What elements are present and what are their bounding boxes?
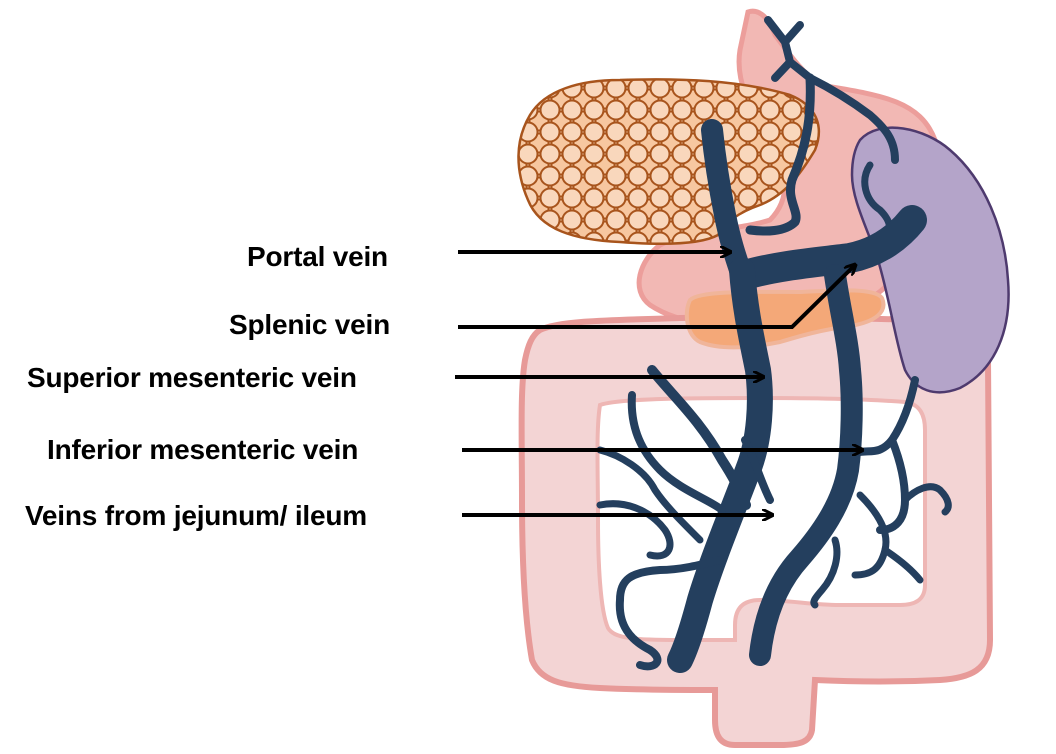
sigmoid-branch-e: [881, 546, 924, 584]
middle-colic-branch: [596, 446, 704, 544]
ileocolic-vein: [647, 365, 751, 510]
inferior-mesenteric-vein-label: Inferior mesenteric vein: [47, 434, 359, 465]
ileal-branch: [741, 436, 774, 504]
jejunal-branch-a: [596, 500, 674, 560]
splenic-vein-label: Splenic vein: [229, 309, 390, 340]
jejunal-branch-b: [615, 556, 724, 671]
veins: [596, 16, 952, 673]
sigmoid-branch-b: [901, 483, 952, 516]
spleen-body: [850, 126, 1010, 394]
liver-body: [517, 78, 821, 245]
sigmoid-branch-d: [810, 536, 841, 609]
liver: [517, 78, 821, 245]
splenic-vein-arrow: [458, 265, 855, 329]
spleen: [850, 126, 1010, 394]
splenic-vein-path: [730, 205, 927, 290]
inferior-mesenteric-vein-path: [749, 264, 863, 666]
portal-vein-label: Portal vein: [247, 241, 388, 272]
superior-mesenteric-vein-path: [667, 257, 773, 673]
right-colic-vein: [627, 391, 726, 514]
left-gastric-vein: [745, 73, 815, 236]
gastric-vein: [764, 16, 899, 164]
superior-mesenteric-vein-label: Superior mesenteric vein: [27, 362, 357, 393]
portal-vein-path: [701, 119, 751, 281]
pointer-arrows: [455, 252, 862, 515]
jejunum-ileum-veins-label: Veins from jejunum/ ileum: [25, 500, 367, 531]
